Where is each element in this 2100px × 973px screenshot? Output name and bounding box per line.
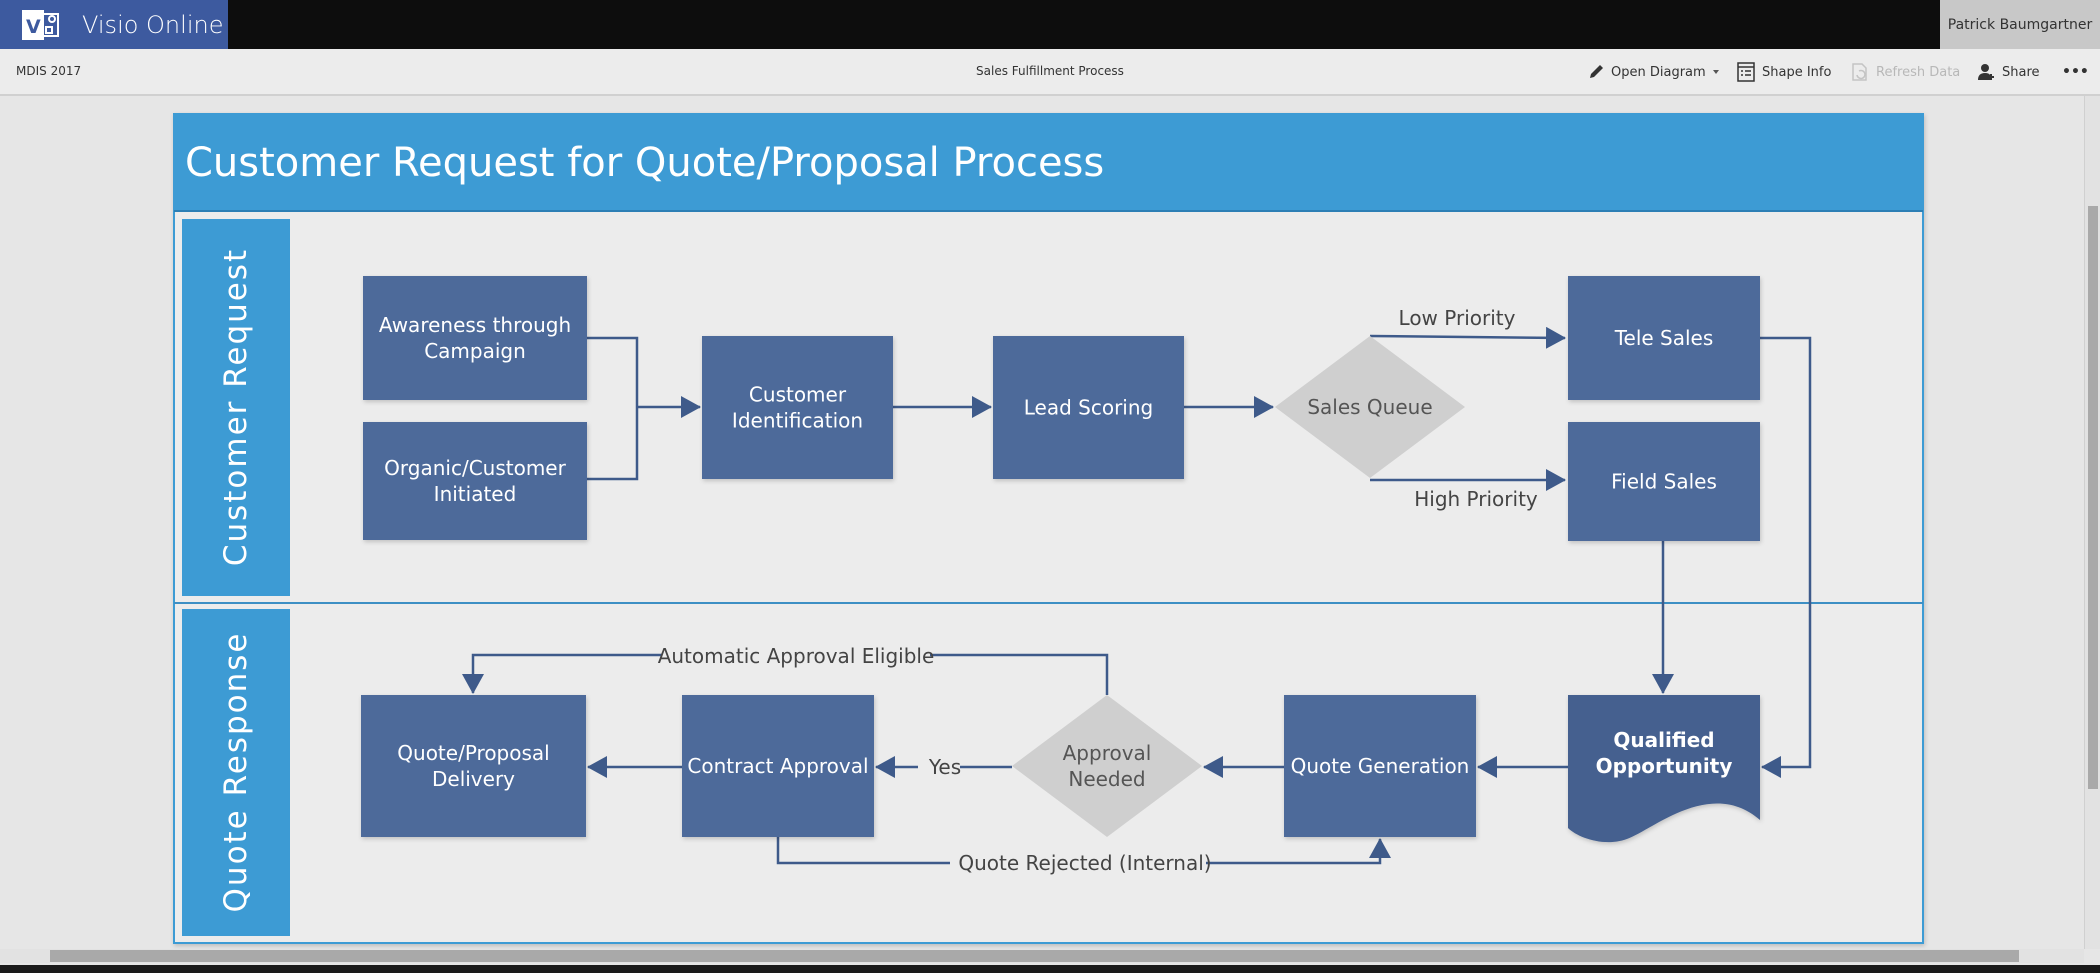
lane-header-customer-request[interactable]	[182, 219, 290, 596]
shape-body	[1012, 695, 1202, 837]
window-bottom-edge	[0, 965, 2100, 973]
horizontal-scroll-thumb[interactable]	[50, 950, 2019, 962]
shape-body	[363, 276, 587, 400]
title-bar	[174, 114, 1923, 211]
shape-label: Customer	[749, 383, 847, 407]
shape-label: Field Sales	[1611, 470, 1717, 494]
more-options-button[interactable]: •••	[2062, 64, 2089, 80]
shape-label: Tele Sales	[1614, 326, 1714, 350]
shape-label: Opportunity	[1596, 754, 1733, 778]
connector-rejected	[1206, 838, 1391, 865]
diagram-title: Customer Request for Quote/Proposal Proc…	[185, 140, 1104, 186]
share-label: Share	[2002, 64, 2040, 80]
shape-body	[1568, 695, 1760, 843]
shape-body	[361, 695, 586, 837]
shape-body	[1284, 695, 1476, 837]
vertical-scrollbar[interactable]	[2084, 96, 2100, 949]
shape-label: Campaign	[424, 339, 526, 363]
open-diagram-label: Open Diagram	[1611, 64, 1706, 80]
shape-body	[682, 695, 874, 837]
connector-auto-approval	[462, 653, 662, 694]
shape-sales-queue[interactable]: Sales Queue	[1275, 336, 1465, 478]
share-person-icon	[1978, 64, 1994, 80]
shape-info-label: Shape Info	[1762, 64, 1832, 80]
shape-body	[363, 422, 587, 540]
shape-contract[interactable]: Contract Approval	[682, 695, 874, 837]
lane-label-quote-response: Quote Response	[218, 632, 254, 913]
refresh-data-label: Refresh Data	[1876, 64, 1961, 80]
app-brand[interactable]: V Visio Online	[0, 0, 228, 49]
shape-label: Quote Generation	[1291, 754, 1470, 778]
shape-label: Delivery	[432, 767, 515, 791]
label-yes: Yes	[928, 755, 961, 779]
shape-label: Awareness through	[379, 313, 571, 337]
shape-label: Identification	[732, 409, 863, 433]
shape-quote-gen[interactable]: Quote Generation	[1284, 695, 1476, 837]
shape-body	[1568, 422, 1760, 541]
vertical-scroll-thumb[interactable]	[2088, 206, 2098, 789]
shape-info-icon	[1737, 62, 1755, 82]
shape-label: Approval	[1063, 741, 1152, 765]
shape-lead-scoring[interactable]: Lead Scoring	[993, 336, 1184, 479]
shape-body	[1568, 276, 1760, 400]
label-low-priority: Low Priority	[1399, 306, 1516, 330]
shape-label: Quote/Proposal	[397, 741, 549, 765]
top-bar: V Visio Online Patrick Baumgartner	[0, 0, 2100, 49]
lane-label-customer-request: Customer Request	[218, 248, 254, 566]
shape-body	[1275, 336, 1465, 478]
refresh-data-button[interactable]: Refresh Data	[1851, 59, 1960, 85]
open-diagram-button[interactable]: Open Diagram	[1588, 59, 1721, 85]
horizontal-scrollbar[interactable]	[0, 949, 2084, 963]
shape-label: Qualified	[1613, 728, 1714, 752]
label-quote-rejected: Quote Rejected (Internal)	[958, 851, 1211, 875]
shape-label: Sales Queue	[1307, 395, 1432, 419]
app-title: Visio Online	[82, 10, 224, 39]
label-auto-approval: Automatic Approval Eligible	[658, 644, 935, 668]
refresh-icon	[1852, 63, 1867, 81]
lane-header-quote-response[interactable]	[182, 609, 290, 936]
shape-label: Needed	[1068, 767, 1145, 791]
connector-auto-right	[930, 653, 1109, 695]
shape-body	[702, 336, 893, 479]
user-account[interactable]: Patrick Baumgartner	[1940, 0, 2100, 49]
shape-label: Organic/Customer	[384, 456, 566, 480]
svg-text:V: V	[26, 16, 41, 38]
shape-field-sales[interactable]: Field Sales	[1568, 422, 1760, 541]
connector-tele-to-qualified	[1760, 336, 1812, 778]
visio-logo-icon: V	[22, 8, 60, 42]
connector-rejected-left	[776, 837, 950, 865]
connector-merge	[587, 336, 639, 481]
shape-tele-sales[interactable]: Tele Sales	[1568, 276, 1760, 400]
shape-label: Initiated	[434, 482, 517, 506]
connector-low-priority	[1369, 326, 1566, 349]
pencil-icon	[1590, 65, 1603, 78]
label-high-priority: High Priority	[1414, 487, 1538, 511]
shape-info-button[interactable]: Shape Info	[1737, 59, 1831, 85]
shape-label: Lead Scoring	[1024, 396, 1153, 420]
shape-body	[993, 336, 1184, 479]
command-bar: MDIS 2017 Sales Fulfillment Process Open…	[0, 49, 2100, 96]
breadcrumb-document[interactable]: MDIS 2017	[16, 64, 82, 78]
shape-label: Contract Approval	[687, 754, 868, 778]
caret-down-icon	[1712, 70, 1719, 74]
share-button[interactable]: Share	[1977, 59, 2040, 85]
